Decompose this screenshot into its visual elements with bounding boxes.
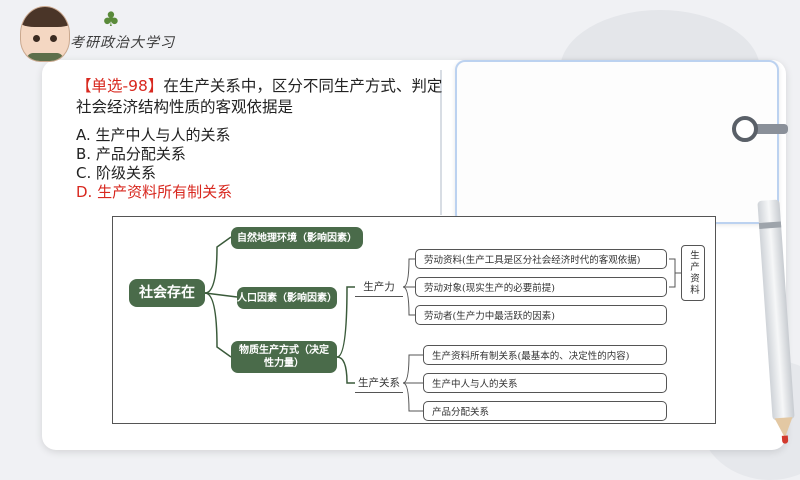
connector-forces-3 <box>402 286 415 316</box>
node-relations-item-1: 生产资料所有制关系(最基本的、决定性的内容) <box>423 345 667 365</box>
connector-root-population <box>204 292 238 298</box>
option-d-correct[interactable]: D. 生产资料所有制关系 <box>76 183 233 201</box>
question-tag: 【单选-98】 <box>76 77 164 95</box>
mind-map: 社会存在 自然地理环境（影响因素） 人口因素（影响因素） 物质生产方式（决定性力… <box>112 216 716 424</box>
node-relations-item-2: 生产中人与人的关系 <box>423 373 667 393</box>
binder-ring-icon <box>732 116 758 142</box>
node-forces-item-2: 劳动对象(现实生产的必要前提) <box>415 277 667 297</box>
question-body: 在生产关系中，区分不同生产方式、判定社会经济结构性质的客观依据是 <box>76 77 443 116</box>
node-relations-item-3: 产品分配关系 <box>423 401 667 421</box>
node-population-factor: 人口因素（影响因素） <box>237 287 337 309</box>
option-c[interactable]: C. 阶级关系 <box>76 164 157 182</box>
question-text: 【单选-98】在生产关系中，区分不同生产方式、判定社会经济结构性质的客观依据是 <box>76 76 456 118</box>
connector-root-production <box>204 292 232 358</box>
notebook-side-page <box>455 60 779 224</box>
binder-clip <box>752 124 788 134</box>
node-means-of-production: 生产资料 <box>681 245 705 301</box>
node-productive-forces: 生产力 <box>355 277 403 297</box>
connector-root-geo <box>204 236 232 294</box>
connector-production-forces <box>336 286 355 358</box>
node-root: 社会存在 <box>129 279 205 307</box>
node-production-relations: 生产关系 <box>355 373 403 393</box>
connector-production-relations <box>336 356 355 384</box>
binder-line <box>440 70 442 215</box>
option-a[interactable]: A. 生产中人与人的关系 <box>76 126 231 144</box>
connector-relations-1 <box>402 354 423 384</box>
options-list: A. 生产中人与人的关系 B. 产品分配关系 C. 阶级关系 D. 生产资料所有… <box>76 126 232 202</box>
node-forces-item-3: 劳动者(生产力中最活跃的因素) <box>415 305 667 325</box>
node-production-mode: 物质生产方式（决定性力量） <box>231 341 337 373</box>
node-geo-factor: 自然地理环境（影响因素） <box>231 227 363 249</box>
logo-text: 考研政治大学习 <box>70 35 175 51</box>
node-forces-item-1: 劳动资料(生产工具是区分社会经济时代的客观依据) <box>415 249 667 269</box>
logo-icon: ♣ <box>102 7 120 31</box>
mind-map-connectors <box>204 236 681 412</box>
option-b[interactable]: B. 产品分配关系 <box>76 145 186 163</box>
connector-forces-1 <box>402 258 415 288</box>
connector-side-note <box>669 258 676 288</box>
connector-relations-3 <box>402 382 423 412</box>
avatar <box>20 6 70 62</box>
